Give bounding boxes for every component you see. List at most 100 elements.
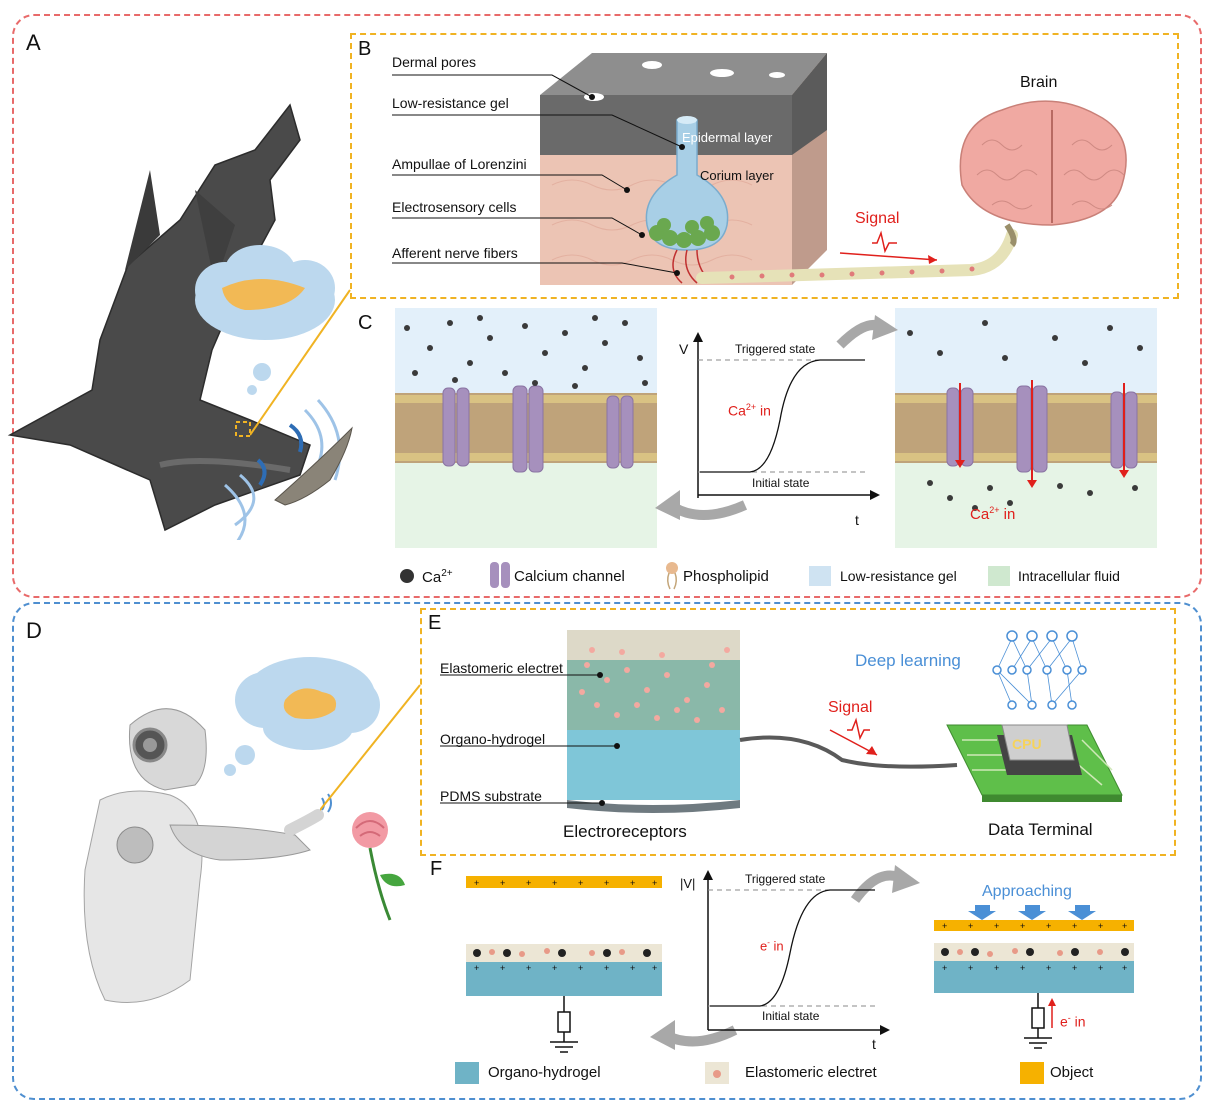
label-approaching: Approaching — [982, 883, 1072, 900]
svg-text:+: + — [578, 878, 583, 888]
svg-text:+: + — [1122, 921, 1127, 931]
zoom-connector-a — [250, 289, 351, 436]
svg-text:+: + — [500, 963, 505, 973]
legend-ca: Ca2+ — [422, 568, 453, 586]
label-triggered-f: Triggered state — [745, 872, 826, 886]
svg-text:+: + — [500, 878, 505, 888]
label-afferent-nerve: Afferent nerve fibers — [392, 245, 518, 261]
panel-letter-e: E — [428, 612, 442, 634]
label-triggered-c: Triggered state — [735, 342, 816, 356]
svg-text:+: + — [994, 963, 999, 973]
thought-bubble-fish — [195, 245, 335, 395]
svg-text:+: + — [474, 963, 479, 973]
axis-v-c: V — [679, 341, 689, 357]
svg-text:+: + — [1020, 963, 1025, 973]
axis-t-f: t — [872, 1036, 876, 1052]
transition-arrows-c — [655, 315, 898, 520]
panel-e-frame — [420, 608, 1176, 856]
svg-text:+: + — [968, 963, 973, 973]
panel-letter-d: D — [26, 618, 42, 643]
electroreceptor-device — [440, 630, 1123, 813]
axis-v-f: |V| — [680, 876, 696, 891]
brain-illustration — [959, 100, 1127, 248]
label-e-in-sensor: e- in — [1060, 1013, 1086, 1030]
svg-text:+: + — [994, 921, 999, 931]
legend-electret: Elastomeric electret — [745, 1064, 877, 1081]
panel-b-frame — [350, 33, 1179, 299]
zoom-connector-d — [320, 684, 421, 811]
svg-text:+: + — [630, 878, 635, 888]
svg-text:+: + — [652, 963, 657, 973]
svg-text:+: + — [604, 878, 609, 888]
legend-f-icons — [455, 1062, 1044, 1084]
panel-letter-f: F — [430, 858, 443, 880]
label-organo-hydrogel: Organo-hydrogel — [440, 731, 546, 747]
legend-phospholipid: Phospholipid — [683, 568, 769, 585]
legend-gel: Low-resistance gel — [840, 568, 957, 584]
svg-text:+: + — [474, 878, 479, 888]
label-ampullae: Ampullae of Lorenzini — [392, 156, 527, 172]
panel-letter-a: A — [26, 30, 41, 55]
svg-text:+: + — [630, 963, 635, 973]
legend-hydrogel: Organo-hydrogel — [488, 1064, 601, 1081]
svg-text:+: + — [1046, 963, 1051, 973]
membrane-triggered — [895, 308, 1157, 548]
svg-text:+: + — [1020, 921, 1025, 931]
svg-text:+: + — [604, 963, 609, 973]
legend-object: Object — [1050, 1064, 1094, 1081]
svg-text:+: + — [552, 878, 557, 888]
label-epidermal-layer: Epidermal layer — [682, 130, 773, 145]
legend-calcium-channel: Calcium channel — [514, 568, 625, 585]
focus-square — [235, 421, 251, 437]
sensor-triggered: + + + + + + + + + + + + + + + + — [934, 905, 1134, 1049]
label-electrosensory-cells: Electrosensory cells — [392, 199, 517, 215]
panel-letter-b: B — [358, 38, 372, 60]
skin-cross-section — [392, 53, 1127, 285]
svg-text:+: + — [1122, 963, 1127, 973]
rose-flower — [352, 812, 405, 921]
membrane-initial — [395, 308, 657, 548]
svg-text:+: + — [1098, 963, 1103, 973]
transition-arrows-f — [650, 865, 920, 1050]
label-pdms-substrate: PDMS substrate — [440, 788, 542, 804]
label-signal-e: Signal — [828, 699, 873, 716]
svg-text:+: + — [526, 963, 531, 973]
label-elastomeric-electret: Elastomeric electret — [440, 660, 563, 676]
label-low-resistance-gel: Low-resistance gel — [392, 95, 509, 111]
label-dermal-pores: Dermal pores — [392, 54, 477, 70]
label-deep-learning: Deep learning — [855, 651, 961, 670]
label-initial-c: Initial state — [752, 476, 810, 490]
label-corium-layer: Corium layer — [700, 168, 774, 183]
label-brain: Brain — [1020, 74, 1058, 91]
potential-graph-c — [693, 332, 880, 500]
sensor-initial: + + + + + + + + + + + + + + + + — [466, 876, 662, 1053]
svg-text:+: + — [1098, 921, 1103, 931]
label-e-in-graph: e- in — [760, 938, 784, 954]
svg-text:+: + — [652, 878, 657, 888]
label-signal-b: Signal — [855, 210, 900, 227]
shark-illustration — [7, 103, 353, 540]
svg-text:+: + — [942, 963, 947, 973]
panel-bottom-frame — [12, 602, 1202, 1100]
svg-text:+: + — [1072, 963, 1077, 973]
panel-top-frame — [12, 14, 1202, 598]
robot-illustration — [83, 657, 405, 1003]
label-ca-in-membrane: Ca2+ in — [970, 505, 1016, 523]
label-initial-f: Initial state — [762, 1009, 820, 1023]
axis-t-c: t — [855, 512, 859, 528]
svg-text:+: + — [942, 921, 947, 931]
potential-graph-f — [703, 870, 890, 1035]
label-ca-in-graph: Ca2+ in — [728, 402, 771, 419]
svg-text:+: + — [968, 921, 973, 931]
svg-text:+: + — [1046, 921, 1051, 931]
svg-text:+: + — [578, 963, 583, 973]
svg-text:+: + — [526, 878, 531, 888]
label-data-terminal: Data Terminal — [988, 820, 1093, 839]
label-cpu: CPU — [1012, 736, 1042, 752]
thought-bubble-object — [224, 657, 380, 776]
label-electroreceptors: Electroreceptors — [563, 822, 687, 841]
legend-c-icons — [400, 562, 1010, 590]
panel-letter-c: C — [358, 312, 373, 334]
svg-text:+: + — [1072, 921, 1077, 931]
svg-text:+: + — [552, 963, 557, 973]
